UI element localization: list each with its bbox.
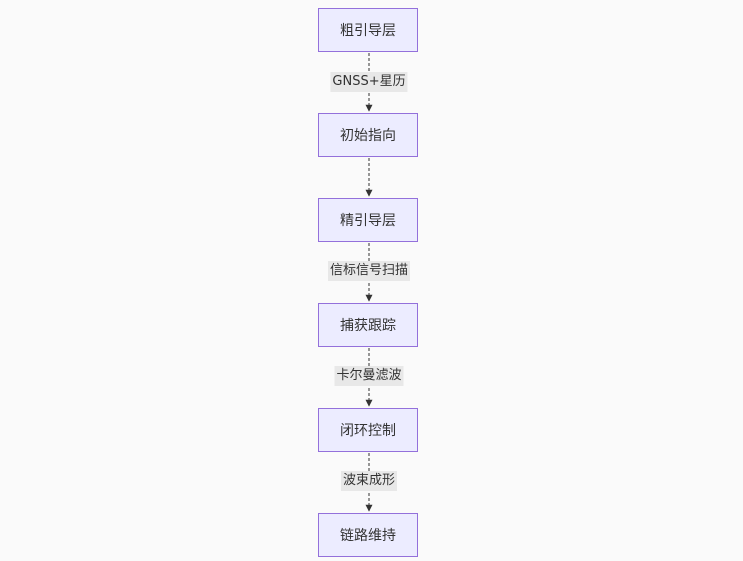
node-label: 捕获跟踪	[340, 318, 396, 334]
node-label: 精引导层	[340, 213, 396, 229]
node-label: 粗引导层	[340, 23, 396, 39]
node-fine-guidance-layer[interactable]: 精引导层	[318, 198, 418, 242]
node-label: 链路维持	[340, 528, 396, 544]
node-label: 闭环控制	[340, 423, 396, 439]
edge-label-beacon-scan: 信标信号扫描	[327, 261, 411, 281]
node-label: 初始指向	[340, 128, 396, 144]
node-closed-loop-control[interactable]: 闭环控制	[318, 408, 418, 452]
node-link-maintenance[interactable]: 链路维持	[318, 513, 418, 557]
edge-label-kalman-filter: 卡尔曼滤波	[334, 366, 404, 386]
node-coarse-guidance-layer[interactable]: 粗引导层	[318, 8, 418, 52]
edge-label-beamforming: 波束成形	[340, 471, 398, 491]
node-initial-pointing[interactable]: 初始指向	[318, 113, 418, 157]
edge-label-gnss-ephemeris: GNSS+星历	[330, 72, 408, 92]
node-acquisition-tracking[interactable]: 捕获跟踪	[318, 303, 418, 347]
